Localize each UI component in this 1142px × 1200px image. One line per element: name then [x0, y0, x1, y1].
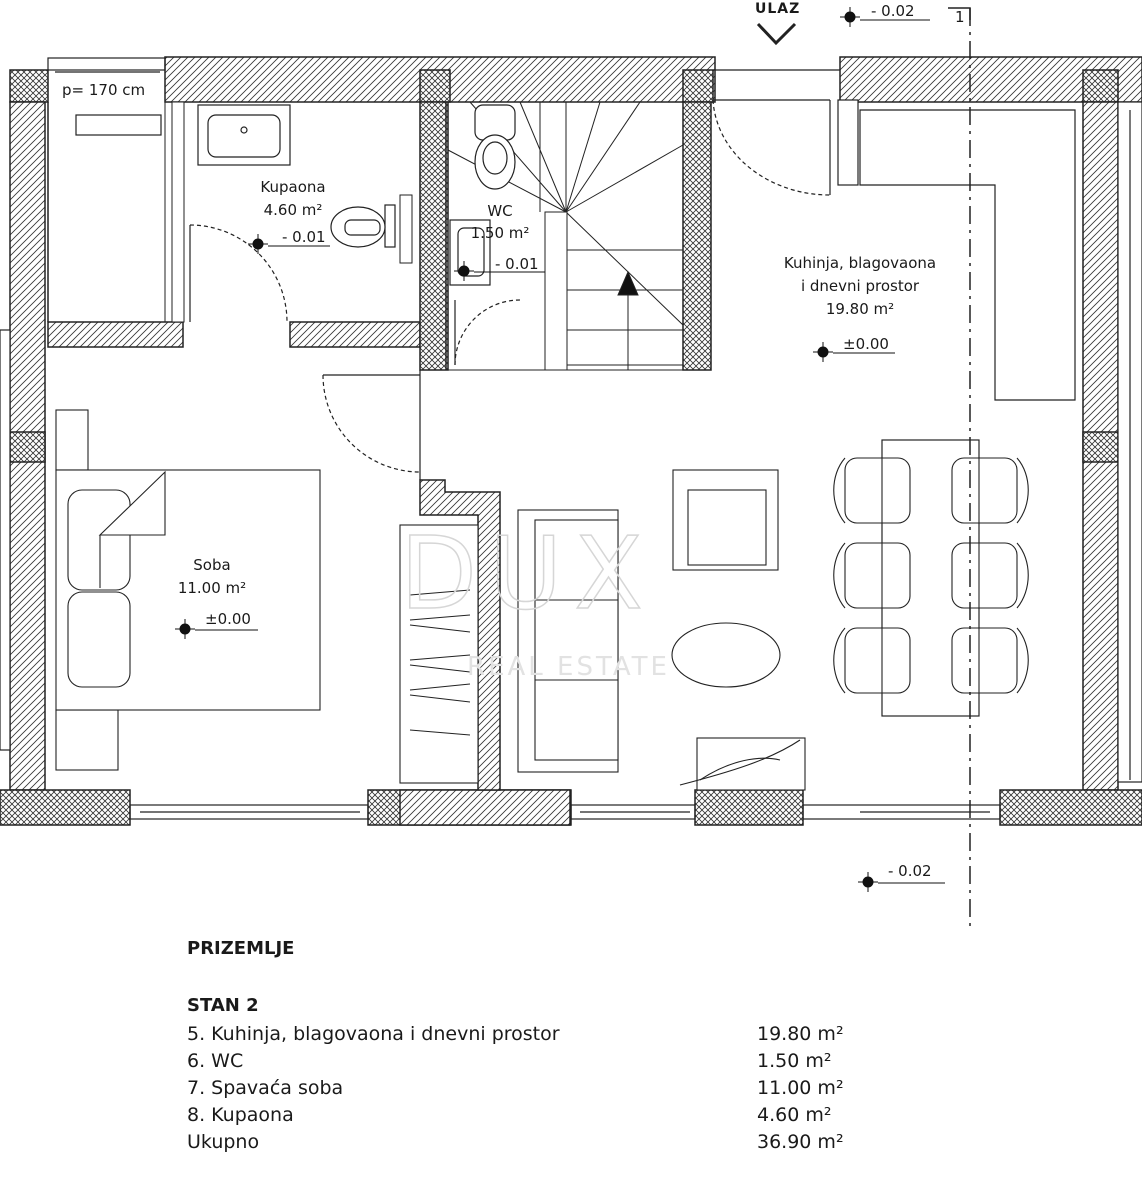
- section-line: [948, 7, 971, 930]
- level-bottom: - 0.02: [888, 862, 932, 880]
- furniture: [55, 409, 1029, 791]
- legend-room-area: 19.80 m²: [757, 1022, 844, 1045]
- legend-room-name: 5. Kuhinja, blagovaona i dnevni prostor: [187, 1022, 560, 1045]
- floor-plan: 1 1 ULAZ p= 170 cm - 0.02 - 0.01 - 0.01 …: [0, 1, 1142, 930]
- kitchen-name-line1: Kuhinja, blagovaona: [784, 254, 936, 272]
- bedroom-name: Soba: [193, 556, 230, 574]
- stairs: [447, 101, 684, 371]
- legend-row: 6. WC 1.50 m²: [187, 1047, 887, 1074]
- legend-row: 8. Kupaona 4.60 m²: [187, 1101, 887, 1128]
- wc-name: WC: [487, 202, 512, 220]
- window-note: p= 170 cm: [62, 81, 145, 99]
- kitchen-level: ±0.00: [843, 335, 889, 353]
- legend-room-area: 1.50 m²: [757, 1049, 832, 1072]
- section-mark-top: 1: [955, 8, 965, 26]
- legend-row: 5. Kuhinja, blagovaona i dnevni prostor 1…: [187, 1020, 887, 1047]
- bathroom-name: Kupaona: [260, 178, 325, 196]
- legend-row: 7. Spavaća soba 11.00 m²: [187, 1074, 887, 1101]
- level-top: - 0.02: [871, 2, 915, 20]
- legend-rows: 5. Kuhinja, blagovaona i dnevni prostor 1…: [187, 1020, 887, 1155]
- bedroom-level: ±0.00: [205, 610, 251, 628]
- legend-room-area: 11.00 m²: [757, 1076, 844, 1099]
- legend-room-name: 6. WC: [187, 1049, 244, 1072]
- bathroom-area: 4.60 m²: [264, 201, 323, 219]
- wc-level: - 0.01: [495, 255, 539, 273]
- watermark-sub: REAL ESTATE: [467, 652, 670, 682]
- entrance-arrow-icon: [756, 22, 797, 46]
- entrance-label: ULAZ: [755, 1, 800, 17]
- watermark-logo: DUX: [400, 515, 655, 632]
- legend-row: Ukupno 36.90 m²: [187, 1128, 887, 1155]
- interior-walls: [47, 101, 712, 791]
- legend-room-area: 4.60 m²: [757, 1103, 832, 1126]
- doors: [189, 69, 840, 480]
- area-legend: PRIZEMLJE STAN 2 5. Kuhinja, blagovaona …: [187, 938, 887, 1155]
- level-markers: [175, 7, 945, 892]
- floor-title: PRIZEMLJE: [187, 938, 295, 959]
- windows: [0, 57, 1142, 820]
- bathroom-level: - 0.01: [282, 228, 326, 246]
- bedroom-area: 11.00 m²: [178, 579, 246, 597]
- kitchen-name-line2: i dnevni prostor: [801, 277, 920, 295]
- fixtures: [75, 99, 1076, 401]
- legend-room-area: 36.90 m²: [757, 1130, 844, 1153]
- legend-room-name: 8. Kupaona: [187, 1103, 294, 1126]
- legend-room-name: 7. Spavaća soba: [187, 1076, 344, 1099]
- kitchen-area: 19.80 m²: [826, 300, 894, 318]
- legend-room-name: Ukupno: [187, 1130, 260, 1153]
- wc-area: 1.50 m²: [471, 224, 530, 242]
- unit-title: STAN 2: [187, 995, 259, 1016]
